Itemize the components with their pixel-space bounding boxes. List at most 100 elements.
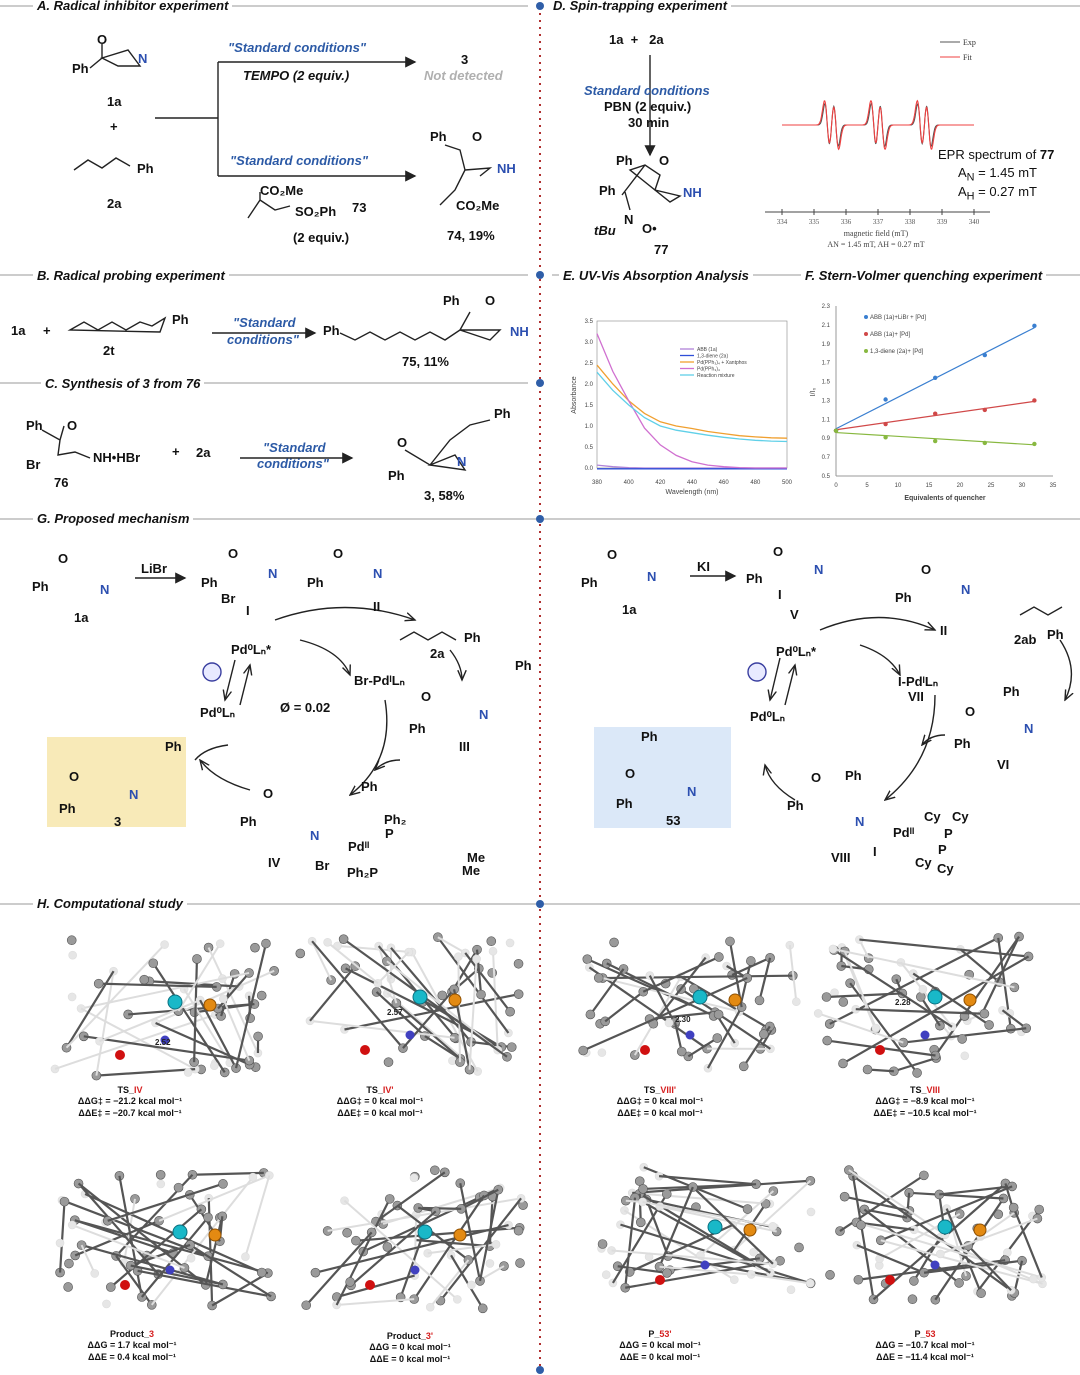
atom [919, 1170, 929, 1181]
atom [64, 1258, 74, 1269]
mechanism-label: O [228, 546, 239, 561]
mechanism-label: Br [315, 858, 330, 873]
mechanism-label: 1a [74, 610, 89, 625]
bond [336, 1274, 415, 1299]
bond [642, 1200, 773, 1228]
atom-label: Ph [430, 129, 447, 144]
name-suffix: VIII' [660, 1085, 677, 1095]
bond [396, 1204, 470, 1261]
x-tick-label: 15 [926, 483, 933, 489]
ah-label: A [958, 184, 967, 199]
atom [215, 939, 225, 948]
mechanism-label: Ph [240, 814, 257, 829]
bond [652, 956, 707, 1025]
compound-label: 2a [107, 196, 122, 211]
mechanism-label: O [263, 786, 274, 801]
atom [467, 1280, 476, 1290]
bond [309, 965, 357, 1022]
atom [760, 1198, 771, 1209]
delta-g: ΔΔG‡ = −8.9 kcal mol⁻¹ [875, 1096, 975, 1107]
ah-sub: H [966, 190, 975, 203]
mechanism-label: Pd⁰Lₙ* [231, 642, 272, 657]
bond [436, 936, 510, 1034]
bond [335, 1198, 391, 1306]
section-h-header: H. Computational study [33, 897, 187, 910]
phosphorus-atom [728, 993, 742, 1007]
x-tick-label: 334 [777, 218, 788, 226]
bond [848, 1169, 946, 1236]
nitrogen-atom [685, 1030, 695, 1040]
atom [66, 935, 77, 946]
atom [918, 984, 928, 994]
delta-e: ΔΔE‡ = −20.7 kcal mol⁻¹ [78, 1107, 182, 1118]
legend-label: Reaction mixture [697, 373, 735, 379]
mechanism-label: N [100, 582, 110, 597]
mechanism-label: Ph [307, 575, 324, 590]
atom-label: Ph [137, 161, 154, 176]
bond [459, 1183, 482, 1282]
atom-label: Ph [323, 323, 340, 338]
data-point [1032, 323, 1037, 329]
atom [106, 1282, 116, 1292]
atom [806, 1207, 816, 1217]
bond [1001, 1009, 1027, 1030]
bond [80, 1244, 96, 1274]
x-axis-label: Wavelength (nm) [665, 489, 718, 496]
atom-label: N [457, 454, 467, 469]
y-tick-label: 3.5 [585, 319, 594, 325]
bond [177, 943, 222, 1012]
atom [1029, 1274, 1038, 1284]
bond [222, 998, 251, 1061]
y-tick-label: 2.5 [585, 361, 594, 367]
mechanism-label: Cy [937, 861, 954, 876]
atom [609, 937, 619, 948]
mechanism-label: KI [697, 559, 710, 574]
atom-label: N [624, 212, 634, 227]
bond [395, 1002, 462, 1060]
bond [751, 1273, 811, 1285]
legend-marker [864, 315, 868, 319]
product-75 [339, 311, 502, 341]
bond [856, 1244, 925, 1274]
mechanism-label: I [873, 844, 877, 859]
bond [940, 1217, 1038, 1255]
bond [189, 1244, 272, 1298]
mechanism-label: 3 [114, 814, 122, 829]
atom [578, 1045, 588, 1056]
palladium-atom [707, 1219, 723, 1235]
y-tick-label: 2.1 [822, 323, 831, 329]
mechanism-label: N [129, 787, 139, 802]
oxygen-atom [875, 1045, 885, 1055]
section-b-header: B. Radical probing experiment [33, 269, 229, 282]
mechanism-label: Ph [32, 579, 49, 594]
atom [218, 1179, 228, 1189]
mechanism-label: VII [908, 689, 924, 704]
reagent-label: (2 equiv.) [293, 230, 350, 245]
x-tick-label: 337 [873, 218, 884, 226]
atom [409, 1173, 419, 1183]
bond [309, 1019, 455, 1039]
atom [430, 1165, 440, 1176]
legend-label: Exp [963, 38, 976, 47]
atom-label: SO₂Ph [295, 204, 337, 219]
bond [137, 1269, 272, 1298]
name-suffix: VIII [926, 1085, 941, 1095]
legend-label: Pd(PPh₃)₄ + Xantphos [697, 360, 747, 366]
mechanism-label: N [647, 569, 657, 584]
bond [658, 1186, 694, 1268]
bond [457, 956, 461, 1063]
bond [450, 1254, 484, 1309]
bond [99, 999, 201, 1043]
mechanism-label: Ph [201, 575, 218, 590]
delta-g: ΔΔG‡ = 0 kcal mol⁻¹ [336, 1096, 424, 1107]
light-bulb-icon-right [747, 662, 767, 682]
atom [506, 1042, 517, 1052]
mechanism-label: P [944, 826, 953, 841]
molecule-model [301, 1165, 528, 1314]
data-point [933, 438, 938, 444]
bond [632, 1179, 811, 1195]
atom [984, 1020, 994, 1030]
